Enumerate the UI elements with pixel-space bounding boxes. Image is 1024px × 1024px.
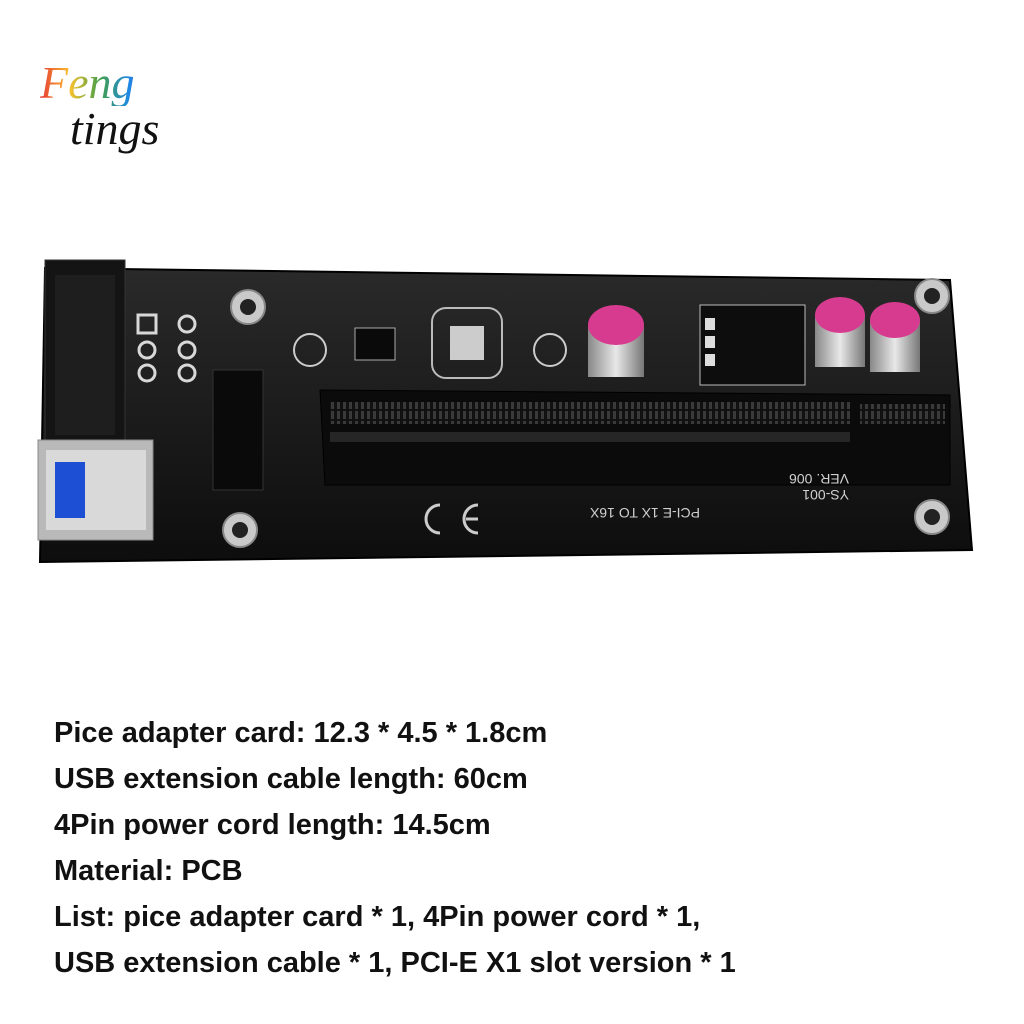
spec-usb-cable-length: USB extension cable length: 60cm	[54, 763, 528, 795]
spec-package-list-line-1: List: pice adapter card * 1, 4Pin power …	[54, 901, 701, 933]
spec-power-cord-length: 4Pin power cord length: 14.5cm	[54, 809, 491, 841]
pcie-riser-board-image: YS-001 VER. 006 PCI-E 1X TO 16X	[37, 259, 974, 564]
product-image: YS-001 VER. 006 PCI-E 1X TO 16X	[0, 250, 1024, 580]
spec-package-list-line-2: USB extension cable * 1, PCI-E X1 slot v…	[54, 947, 736, 979]
silkscreen-title: PCI-E 1X TO 16X	[589, 505, 700, 521]
logo-line-2: tings	[70, 103, 160, 154]
spec-dimensions: Pice adapter card: 12.3 * 4.5 * 1.8cm	[54, 717, 548, 749]
silkscreen-version: VER. 006	[789, 471, 849, 487]
spec-list: Pice adapter card: 12.3 * 4.5 * 1.8cm US…	[54, 710, 736, 986]
silkscreen-model: YS-001	[802, 487, 849, 503]
spec-material: Material: PCB	[54, 855, 243, 887]
brand-logo: Feng tings	[40, 60, 159, 152]
logo-line-1: Feng	[40, 60, 159, 106]
